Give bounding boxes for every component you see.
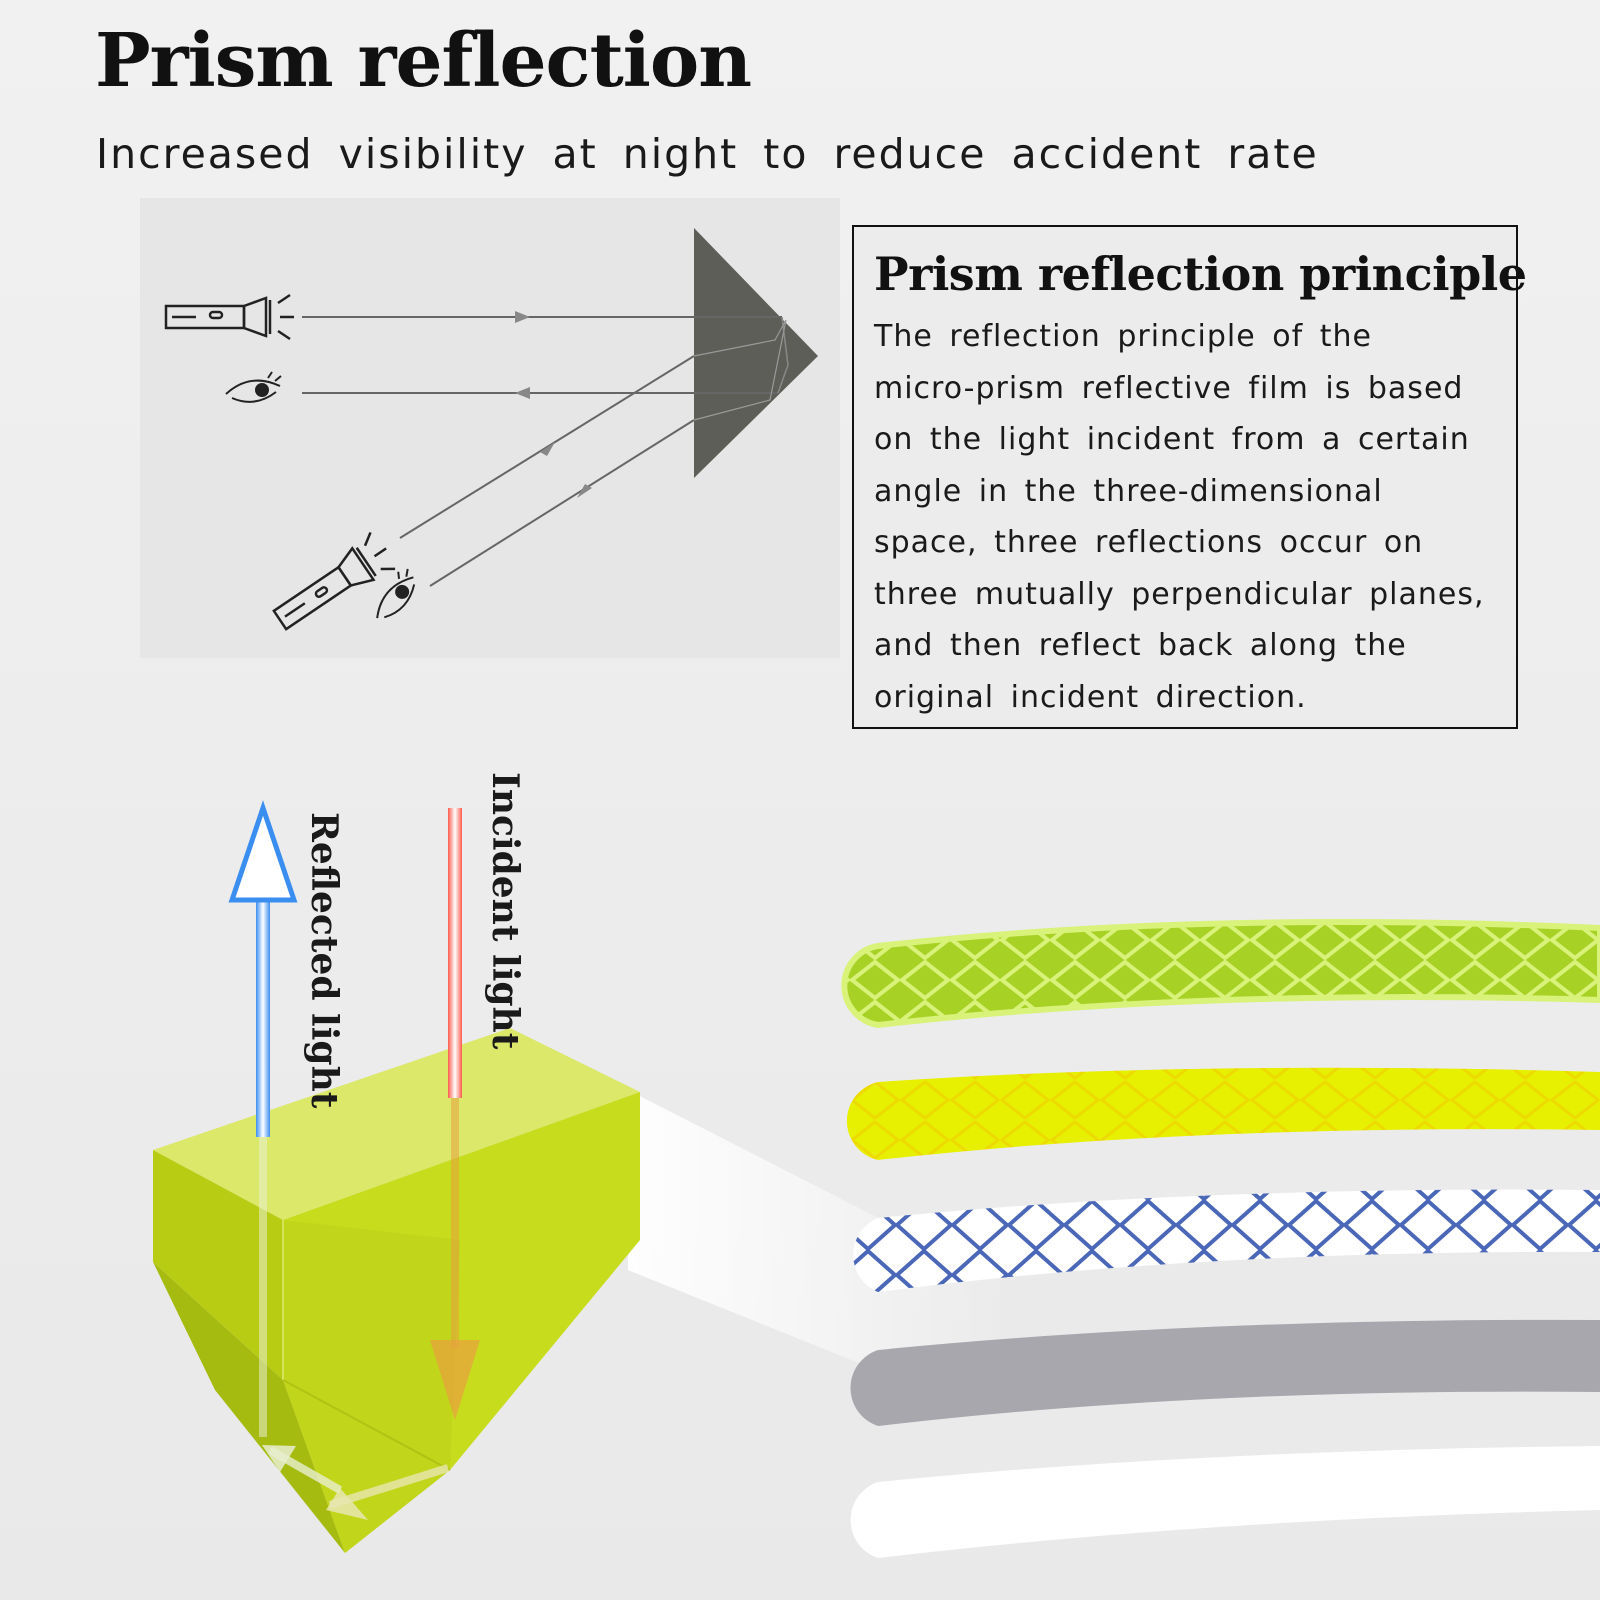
yellow-prism [153, 1028, 640, 1553]
principle-line: three mutually perpendicular planes, [874, 576, 1485, 612]
reflected-arrow [228, 800, 342, 1494]
principle-line: space, three reflections occur on [874, 525, 1424, 560]
eye-icon [225, 371, 282, 403]
principle-line: on the light incident from a certain [874, 422, 1470, 457]
prism-triangle [694, 228, 818, 478]
silver-reflective-strip [850, 1319, 1600, 1426]
incident-arrow [326, 808, 480, 1520]
principle-line: original incident direction. [874, 679, 1307, 715]
light-beam [628, 1090, 1000, 1420]
page-subtitle: Increased visibility at night to reduce … [96, 130, 1319, 178]
reflected-ray-angled [429, 419, 695, 587]
arrow-mark [515, 311, 530, 323]
blue-reflective-strip [853, 1189, 1600, 1292]
principle-box: Prism reflection principle The reflectio… [852, 225, 1527, 729]
principle-title: Prism reflection principle [874, 247, 1527, 301]
lime-reflective-strip [841, 919, 1600, 1029]
yellow-reflective-strip [846, 1067, 1600, 1160]
principle-text: The reflection principle of the micro-pr… [874, 311, 1500, 723]
reflected-light-label: Reflected light [303, 812, 345, 1109]
eye-icon [376, 568, 416, 619]
incident-light-label: Incident light [484, 772, 526, 1050]
incident-ray-angled [399, 355, 695, 539]
internal-ray-angled [693, 319, 787, 421]
reflective-illustration [153, 800, 1600, 1558]
page-title: Prism reflection [95, 18, 752, 104]
flashlight-icon [164, 293, 294, 341]
principle-line: angle in the three-dimensional [874, 473, 1383, 509]
arrow-mark [515, 387, 530, 399]
principle-line: and then reflect back along the [874, 628, 1407, 663]
principle-line: The reflection principle of the [874, 319, 1372, 354]
arrow-mark [540, 442, 555, 456]
flashlight-icon [272, 531, 396, 631]
arrow-mark [577, 484, 592, 498]
prism-ray-diagram [164, 228, 818, 631]
principle-line: micro-prism reflective film is based [874, 370, 1464, 406]
white-reflective-strip [850, 1446, 1600, 1558]
